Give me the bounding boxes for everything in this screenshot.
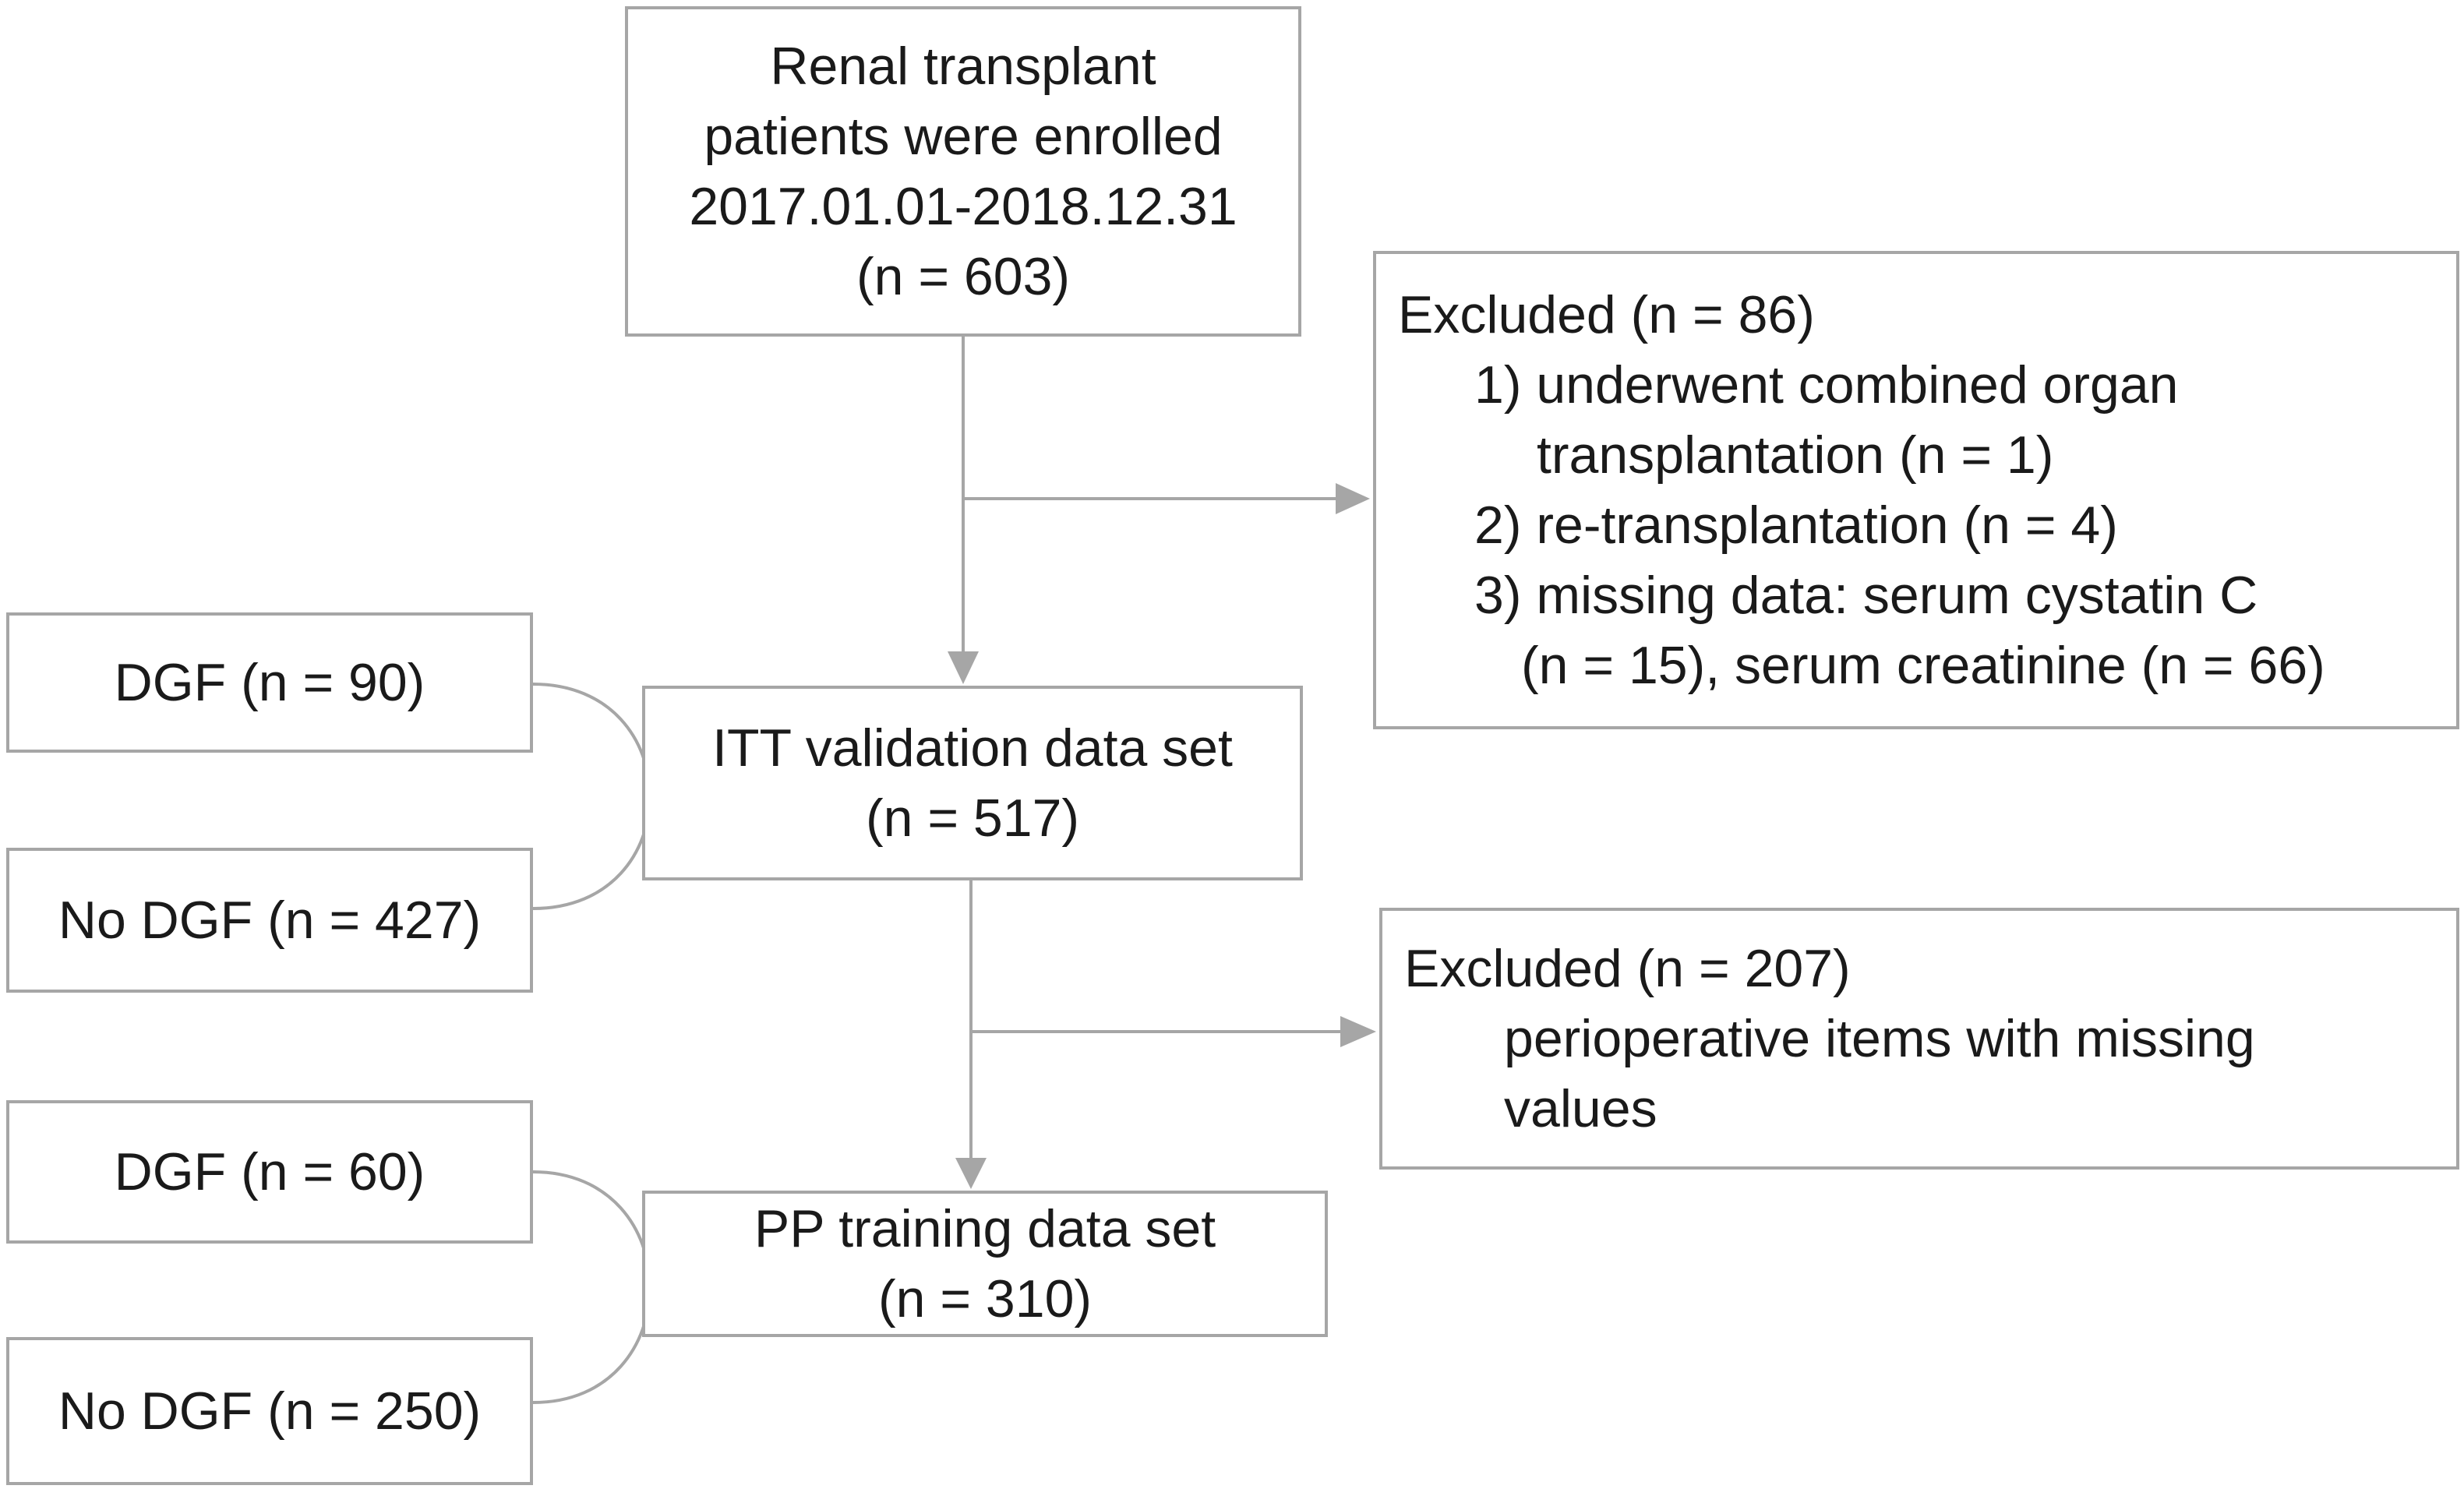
itt-validation-box: ITT validation data set (n = 517): [642, 686, 1303, 880]
exclusion-first-title: Excluded (n = 86): [1398, 285, 1815, 344]
exclusion-second-title: Excluded (n = 207): [1404, 939, 1851, 998]
enrollment-line-2: patients were enrolled: [704, 107, 1223, 166]
enrollment-line-3: 2017.01.01-2018.12.31: [689, 177, 1237, 236]
bracket-itt-groups: [532, 683, 651, 910]
pp-no-dgf-label: No DGF (n = 250): [58, 1381, 482, 1441]
arrowhead-exclusion-first: [1336, 483, 1370, 514]
itt-line-1: ITT validation data set: [712, 718, 1233, 778]
bracket-pp-groups: [532, 1170, 651, 1404]
arrowhead-enroll-to-itt: [948, 651, 979, 684]
itt-no-dgf-box: No DGF (n = 427): [6, 848, 533, 993]
pp-no-dgf-box: No DGF (n = 250): [6, 1337, 533, 1485]
exclusion-box-first: Excluded (n = 86) 1) underwent combined …: [1373, 251, 2459, 729]
enrollment-box: Renal transplant patients were enrolled …: [625, 6, 1301, 337]
exclusion-box-second: Excluded (n = 207) perioperative items w…: [1379, 908, 2459, 1170]
enrollment-line-1: Renal transplant: [770, 37, 1156, 96]
itt-dgf-label: DGF (n = 90): [114, 653, 425, 712]
arrowhead-exclusion-second: [1340, 1016, 1376, 1047]
pp-training-box: PP training data set (n = 310): [642, 1191, 1328, 1337]
pp-dgf-box: DGF (n = 60): [6, 1100, 533, 1244]
itt-no-dgf-label: No DGF (n = 427): [58, 891, 482, 950]
exclusion-first-line-4: 3) missing data: serum cystatin C: [1474, 566, 2258, 625]
exclusion-first-line-1: 1) underwent combined organ: [1474, 355, 2179, 415]
enrollment-line-4: (n = 603): [856, 247, 1071, 306]
exclusion-second-line-1: perioperative items with missing: [1504, 1009, 2255, 1068]
pp-line-1: PP training data set: [754, 1199, 1216, 1258]
pp-dgf-label: DGF (n = 60): [114, 1142, 425, 1201]
exclusion-first-line-2: transplantation (n = 1): [1537, 425, 2054, 485]
exclusion-first-line-5: (n = 15), serum creatinine (n = 66): [1521, 636, 2325, 695]
itt-dgf-box: DGF (n = 90): [6, 612, 533, 753]
itt-line-2: (n = 517): [865, 789, 1080, 848]
exclusion-second-line-2: values: [1504, 1079, 1657, 1138]
pp-line-2: (n = 310): [877, 1269, 1093, 1328]
arrowhead-itt-to-pp: [955, 1158, 987, 1189]
exclusion-first-line-3: 2) re-transplantation (n = 4): [1474, 496, 2118, 555]
